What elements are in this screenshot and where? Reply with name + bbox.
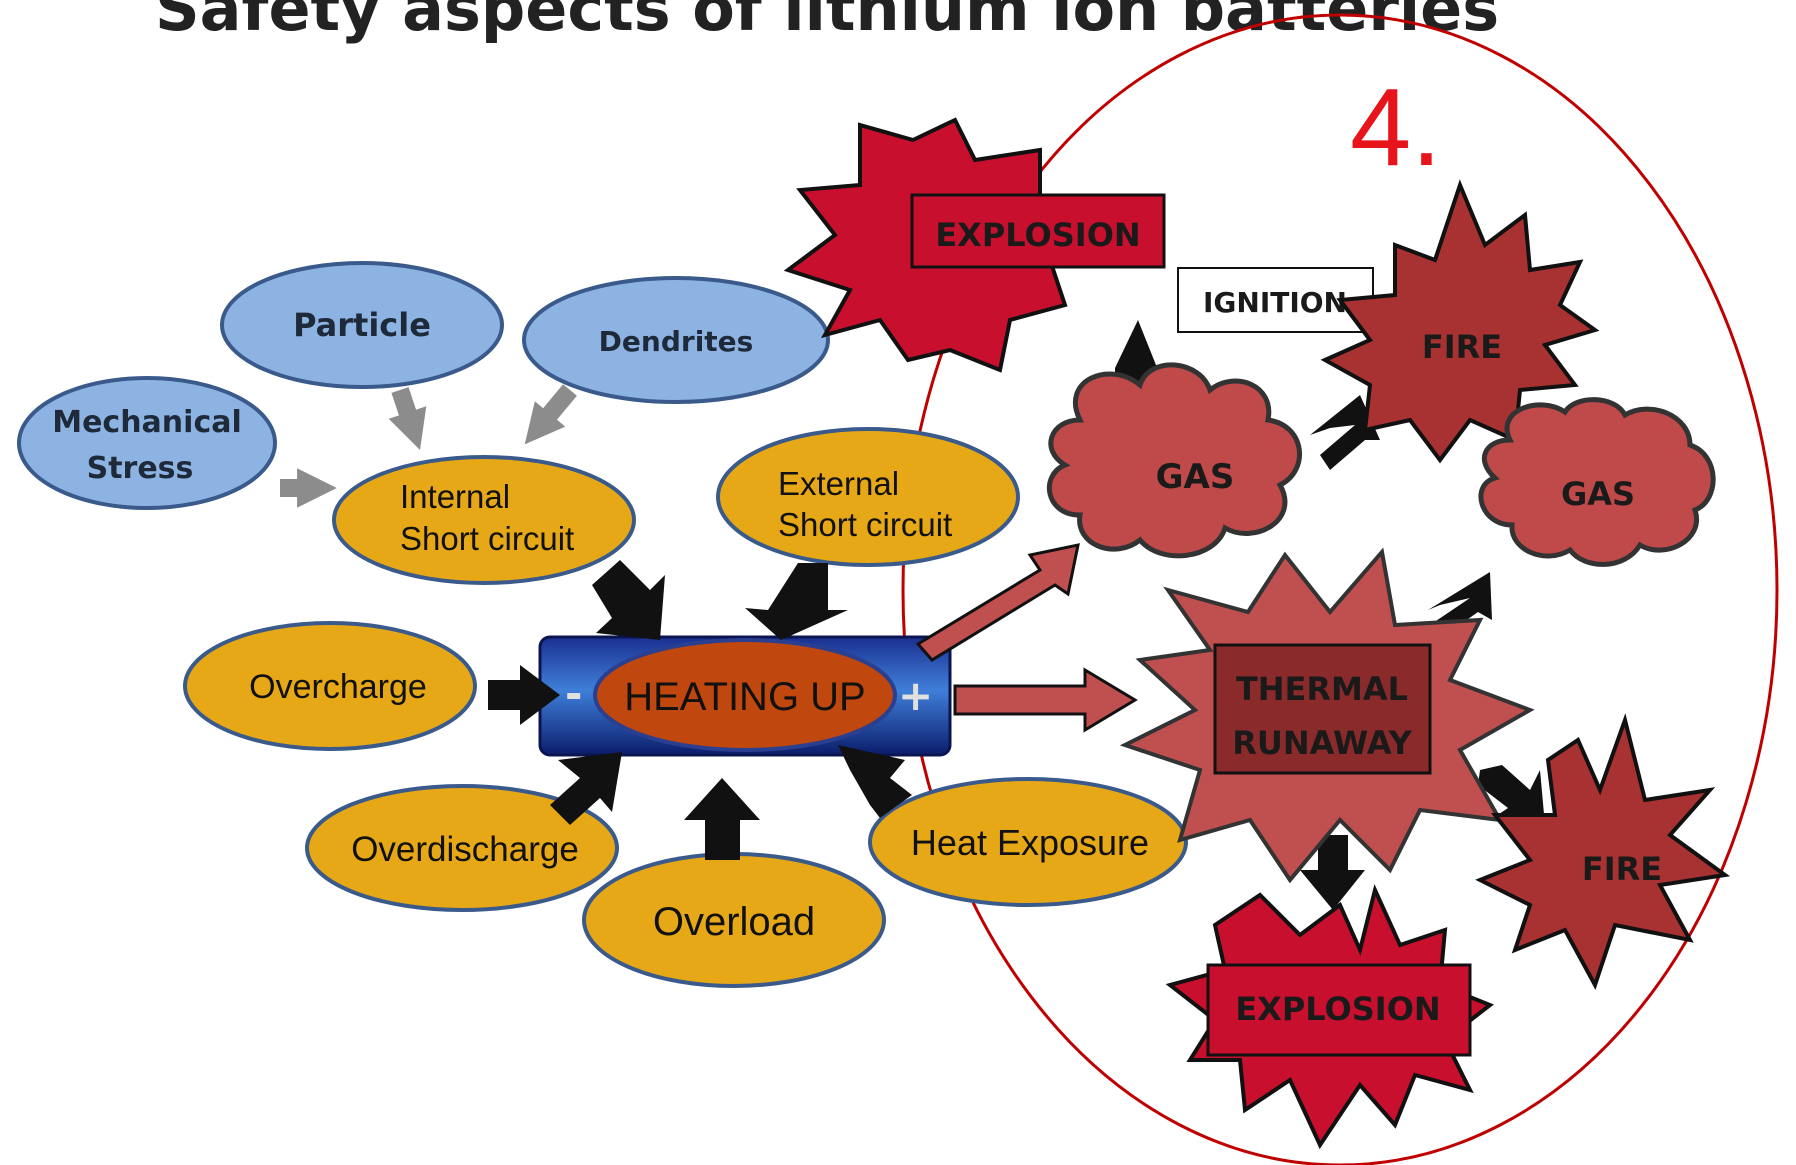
stress-label: Stress xyxy=(87,451,194,486)
red-output-arrows xyxy=(915,543,1138,733)
thermal-label: THERMAL xyxy=(1236,670,1408,708)
gas-left-label: GAS xyxy=(1156,457,1235,497)
external-label: External xyxy=(778,465,899,502)
fire-top-burst xyxy=(1320,179,1600,464)
gas-right-node: GAS xyxy=(1478,397,1716,567)
external-short-circuit-label: Short circuit xyxy=(778,506,952,543)
battery-plus-sign: + xyxy=(898,671,933,720)
fire-top-node: FIRE xyxy=(1320,179,1600,464)
explosion-top-node: EXPLOSION xyxy=(783,117,1166,373)
battery: - + HEATING UP xyxy=(538,635,952,757)
fire-top-label: FIRE xyxy=(1422,328,1502,366)
explosion-top-label: EXPLOSION xyxy=(935,216,1140,254)
external-short-circuit-node: External Short circuit xyxy=(716,427,1020,567)
overload-node: Overload xyxy=(582,852,886,988)
internal-label: Internal xyxy=(400,478,510,515)
particle-node: Particle xyxy=(220,261,504,389)
explosion-bottom-node: EXPLOSION xyxy=(1165,883,1494,1150)
fire-bottom-label: FIRE xyxy=(1582,850,1662,888)
internal-short-circuit-label: Short circuit xyxy=(400,520,574,557)
gas-left-cloud xyxy=(1047,362,1302,559)
heat-exposure-node: Heat Exposure xyxy=(868,777,1188,907)
fire-bottom-burst xyxy=(1475,713,1731,990)
heating-up-label: HEATING UP xyxy=(624,675,866,719)
heat-exposure-label: Heat Exposure xyxy=(911,822,1149,863)
dendrites-label: Dendrites xyxy=(599,325,754,358)
thermal-runaway-node: THERMAL RUNAWAY xyxy=(1119,547,1535,884)
gray-arrows xyxy=(280,384,577,508)
highlight-ellipse xyxy=(901,13,1779,1165)
overcharge-node: Overcharge xyxy=(183,621,477,751)
mechanical-stress-node: Mechanical Stress xyxy=(17,376,277,510)
overdischarge-label: Overdischarge xyxy=(351,830,579,869)
dendrites-node: Dendrites xyxy=(522,276,830,404)
black-cause-arrows xyxy=(488,560,912,860)
gas-right-label: GAS xyxy=(1561,475,1635,513)
overdischarge-node: Overdischarge xyxy=(305,784,619,912)
particle-label: Particle xyxy=(293,306,431,344)
fire-bottom-node: FIRE xyxy=(1475,713,1731,990)
runaway-label: RUNAWAY xyxy=(1232,724,1412,762)
mechanical-label: Mechanical xyxy=(52,405,242,440)
page-title: Safety aspects of lithium ion batteries xyxy=(155,0,1499,45)
ignition-node: IGNITION xyxy=(1177,267,1374,333)
section-number: 4. xyxy=(1350,66,1442,189)
gas-right-cloud xyxy=(1478,397,1716,567)
gas-left-node: GAS xyxy=(1047,362,1302,559)
battery-minus-sign: - xyxy=(565,669,582,718)
overcharge-label: Overcharge xyxy=(249,668,427,706)
explosion-bottom-label: EXPLOSION xyxy=(1235,990,1440,1028)
heating-up-oval xyxy=(593,638,897,752)
overload-label: Overload xyxy=(653,900,815,944)
internal-short-circuit-node: Internal Short circuit xyxy=(332,455,636,585)
ignition-label: IGNITION xyxy=(1203,286,1347,319)
